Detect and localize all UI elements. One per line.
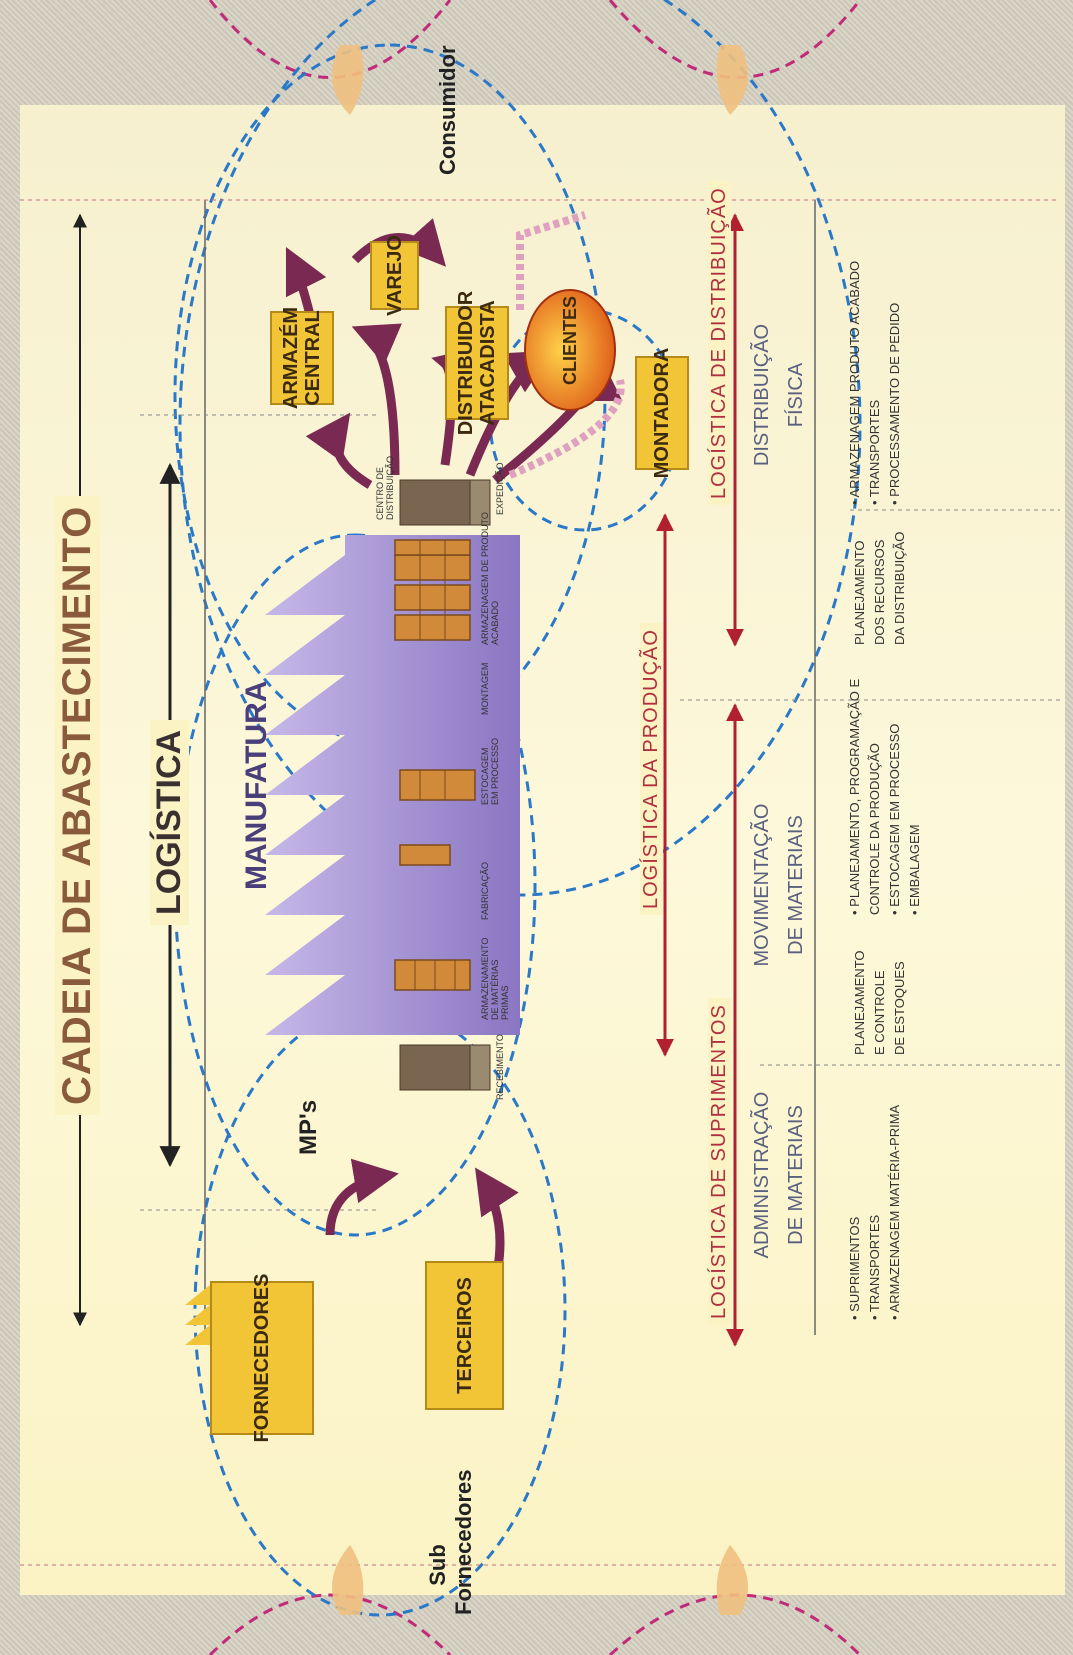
montadora-box: MONTADORA [635, 348, 689, 478]
left-end-arc [208, 1593, 452, 1655]
col-bullets-distribuicao: • ARMAZENAGEM PRODUTO ACABADO• TRANSPORT… [847, 260, 902, 505]
terceiros-box: TERCEIROS [425, 1261, 504, 1410]
consumidor-label: Consumidor [435, 45, 460, 175]
title-manufatura: MANUFATURA [240, 680, 273, 890]
label-montagem: MONTAGEM [480, 662, 490, 715]
title-logistica: LOGÍSTICA [150, 719, 189, 925]
band-distribuicao: LOGÍSTICA DE DISTRIBUIÇÃO [708, 181, 731, 505]
truck-out [399, 479, 471, 526]
label-expedicao: EXPEDIÇÃO [495, 462, 505, 515]
right-end-arc [208, 0, 452, 79]
varejo-box: VAREJO [370, 235, 419, 316]
label-fabricacao: FABRICAÇÃO [480, 861, 490, 920]
label-recebimento: RECEBIMENTO [495, 1034, 505, 1100]
title-cadeia: CADEIA DE ABASTECIMENTO [55, 495, 100, 1115]
band-producao: LOGÍSTICA DA PRODUÇÃO [640, 623, 663, 915]
clientes-shape [524, 289, 616, 411]
band-suprimentos: LOGÍSTICA DE SUPRIMENTOS [708, 998, 731, 1325]
truck-in [399, 1044, 471, 1091]
fornecedores-box: FORNECEDORES [210, 1274, 314, 1442]
factory-shape [265, 535, 520, 1035]
col-bullets-administracao: • SUPRIMENTOS• TRANSPORTES• ARMAZENAGEM … [847, 1104, 902, 1320]
mps-label: MP's [295, 1099, 322, 1155]
clientes-label: CLIENTES [560, 295, 580, 385]
